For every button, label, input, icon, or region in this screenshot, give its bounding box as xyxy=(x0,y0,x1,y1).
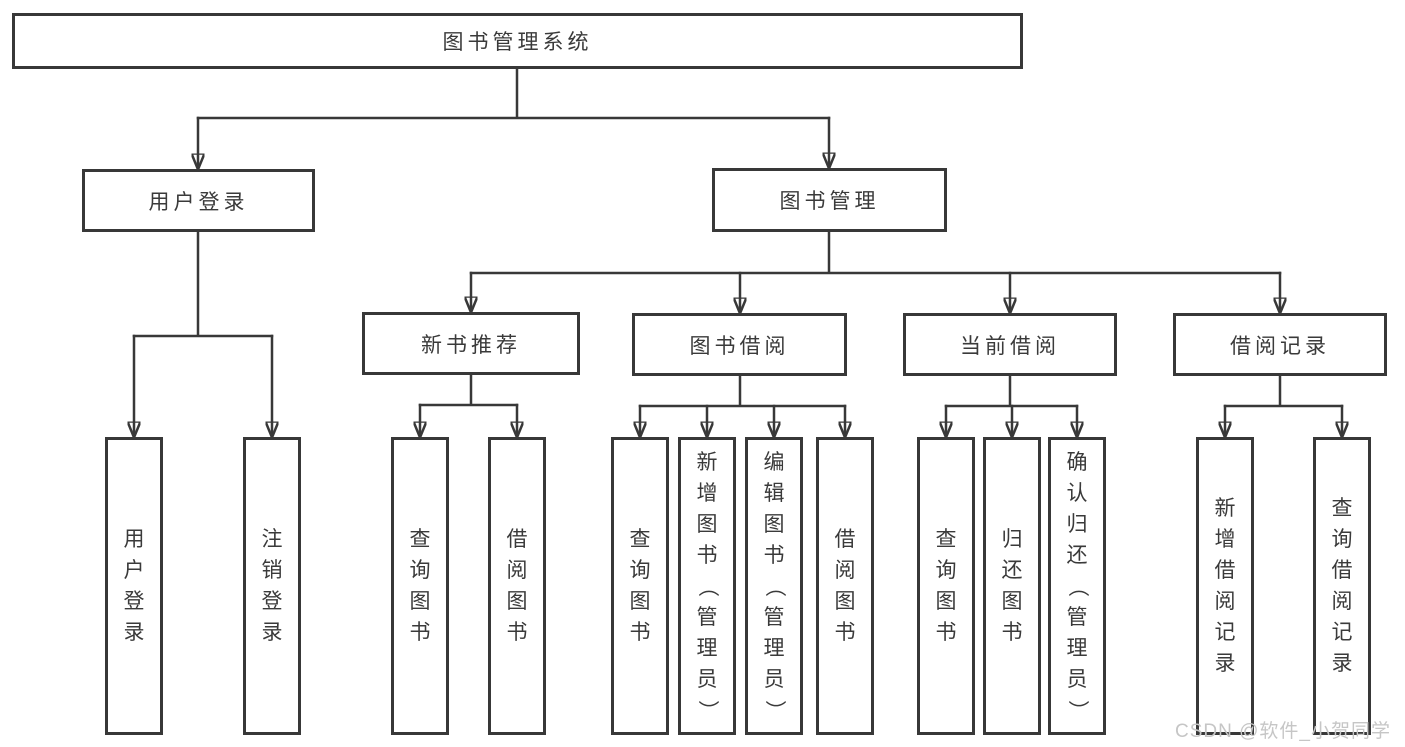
leaf-record-add-label: 新增借阅记录 xyxy=(1214,497,1236,675)
leaf-cur-confirm-return-label: 确认归还（管理员） xyxy=(1065,450,1089,721)
leaf-borrow-borrow-book: 借阅图书 xyxy=(816,437,874,735)
leaf-logout: 注销登录 xyxy=(243,437,301,735)
leaf-borrow-query-book-label: 查询图书 xyxy=(629,528,651,644)
leaf-borrow-borrow-book-label: 借阅图书 xyxy=(834,528,856,644)
leaf-borrow-edit-book-label: 编辑图书（管理员） xyxy=(762,450,786,721)
leaf-borrow-add-book-label: 新增图书（管理员） xyxy=(695,450,719,721)
node-root: 图书管理系统 xyxy=(12,13,1023,69)
connector-new-book-rec xyxy=(418,373,519,407)
leaf-cur-return-book: 归还图书 xyxy=(983,437,1041,735)
leaf-borrow-query-book: 查询图书 xyxy=(611,437,669,735)
leaf-rec-borrow-book: 借阅图书 xyxy=(488,437,546,735)
leaf-user-login-label: 用户登录 xyxy=(123,528,145,644)
leaf-borrow-edit-book: 编辑图书（管理员） xyxy=(745,437,803,735)
leaf-cur-return-book-label: 归还图书 xyxy=(1001,528,1023,644)
node-borrow-record: 借阅记录 xyxy=(1173,313,1387,376)
leaf-record-query: 查询借阅记录 xyxy=(1313,437,1371,735)
leaf-cur-query-book-label: 查询图书 xyxy=(935,528,957,644)
csdn-watermark: CSDN @软件_小贺同学 xyxy=(1175,721,1391,742)
connector-borrow-record xyxy=(1223,374,1344,408)
leaf-logout-label: 注销登录 xyxy=(261,528,283,644)
leaf-rec-query-book-label: 查询图书 xyxy=(409,528,431,644)
node-current-borrow: 当前借阅 xyxy=(903,313,1117,376)
connector-book-borrow xyxy=(638,374,847,408)
leaf-user-login: 用户登录 xyxy=(105,437,163,735)
node-new-book-rec: 新书推荐 xyxy=(362,312,580,375)
leaf-cur-confirm-return: 确认归还（管理员） xyxy=(1048,437,1106,735)
node-book-borrow: 图书借阅 xyxy=(632,313,847,376)
leaf-record-query-label: 查询借阅记录 xyxy=(1331,497,1353,675)
connector-current-borrow xyxy=(944,374,1079,408)
leaf-rec-borrow-book-label: 借阅图书 xyxy=(506,528,528,644)
leaf-record-add: 新增借阅记录 xyxy=(1196,437,1254,735)
connector-user-login xyxy=(132,230,274,338)
leaf-cur-query-book: 查询图书 xyxy=(917,437,975,735)
connector-book-mgmt xyxy=(469,230,1282,275)
connector-root xyxy=(196,67,831,120)
leaf-borrow-add-book: 新增图书（管理员） xyxy=(678,437,736,735)
node-book-mgmt: 图书管理 xyxy=(712,168,947,232)
leaf-rec-query-book: 查询图书 xyxy=(391,437,449,735)
node-user-login: 用户登录 xyxy=(82,169,315,232)
